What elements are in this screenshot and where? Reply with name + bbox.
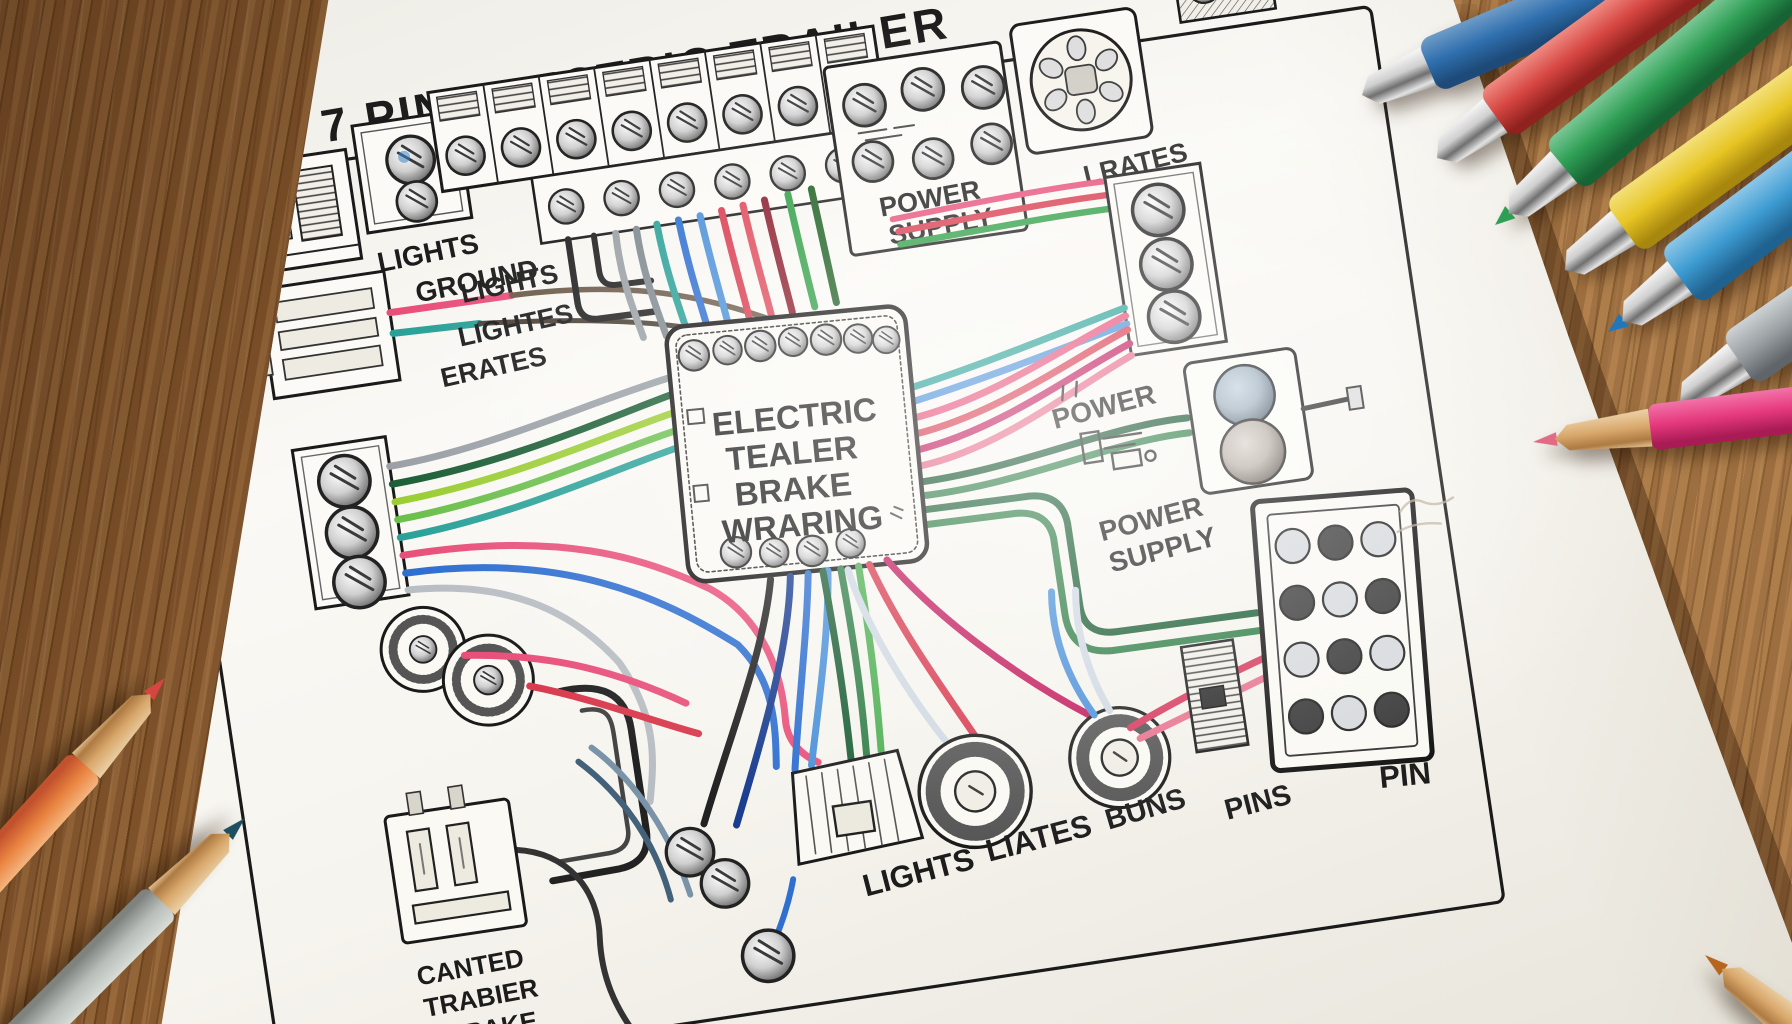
left-terminal-block bbox=[290, 434, 411, 613]
right-round-connector bbox=[1182, 347, 1365, 495]
label-canted-1: CANTED bbox=[414, 942, 526, 991]
red-wire-pair bbox=[1048, 586, 1282, 742]
label-power-supply-top-2: SUPPLY bbox=[886, 202, 995, 251]
label-canted-2: TRABIER bbox=[421, 972, 540, 1023]
terminal-strip bbox=[426, 24, 899, 245]
label-lightes: LIGHTES bbox=[455, 298, 576, 353]
label-lights-bottom: LIGHTS bbox=[859, 841, 978, 903]
bottom-left-plug bbox=[383, 784, 528, 945]
bottom-wire-bundle bbox=[700, 556, 1094, 957]
striped-connector bbox=[1179, 638, 1250, 754]
label-lights-3: LIGHTS bbox=[458, 258, 561, 309]
power-supply-box bbox=[822, 40, 1029, 257]
connector-lights-ground bbox=[350, 108, 474, 235]
relay-symbol bbox=[1061, 380, 1157, 471]
label-ground: GROUND bbox=[413, 253, 541, 308]
label-pins: PINS bbox=[1221, 779, 1295, 827]
top-wire-bundle bbox=[564, 185, 840, 341]
label-power-supply-mid-2: SUPPLY bbox=[1106, 521, 1220, 578]
label-buns: BUNS bbox=[1102, 782, 1190, 836]
label-power-mid: POWER bbox=[1049, 378, 1159, 434]
right-wire-bundle bbox=[903, 304, 1135, 470]
round-7pin-connector bbox=[1009, 7, 1154, 155]
label-power-supply-top-1: POWER bbox=[877, 175, 983, 223]
label-erates: ERATES bbox=[438, 341, 549, 394]
pencil-lead-tip bbox=[1532, 432, 1558, 450]
trapezoid-connector bbox=[790, 748, 925, 867]
center-box-line-2: TEALER bbox=[724, 428, 859, 477]
green-wires bbox=[920, 414, 1264, 655]
label-pin: PIN bbox=[1378, 755, 1433, 795]
label-lrates: LRATES bbox=[1080, 137, 1190, 191]
diagram-title: 7 PIN ELECTRIC TRAILER bbox=[317, 0, 953, 152]
hook-wires bbox=[512, 684, 694, 1024]
center-box: ELECTRIC TEALER BRAKE WRARING bbox=[664, 304, 930, 584]
center-box-line-4: WRARING bbox=[721, 498, 885, 550]
frame-border bbox=[160, 5, 1505, 1024]
faint-scribble bbox=[1396, 496, 1455, 534]
small-bottom-connector bbox=[661, 823, 800, 987]
pencil-wood-cone bbox=[1553, 409, 1653, 458]
label-canted-3: BRAKE bbox=[443, 1005, 539, 1024]
pin-panel bbox=[1250, 487, 1435, 774]
left-wire-bundle bbox=[386, 374, 822, 806]
label-lights-2: LIGHTS bbox=[375, 227, 482, 278]
center-box-line-1: ELECTRIC bbox=[710, 390, 878, 443]
round-knob-1 bbox=[917, 733, 1033, 850]
label-liates: LIATES bbox=[982, 808, 1095, 869]
gauge-pair bbox=[379, 605, 535, 727]
label-power-supply-mid-1: POWER bbox=[1096, 491, 1206, 547]
center-box-line-3: BRAKE bbox=[733, 465, 853, 513]
right-terminal-block bbox=[1103, 161, 1229, 358]
corner-connector-fragment bbox=[1169, 0, 1278, 25]
round-knob-2 bbox=[1068, 706, 1172, 810]
